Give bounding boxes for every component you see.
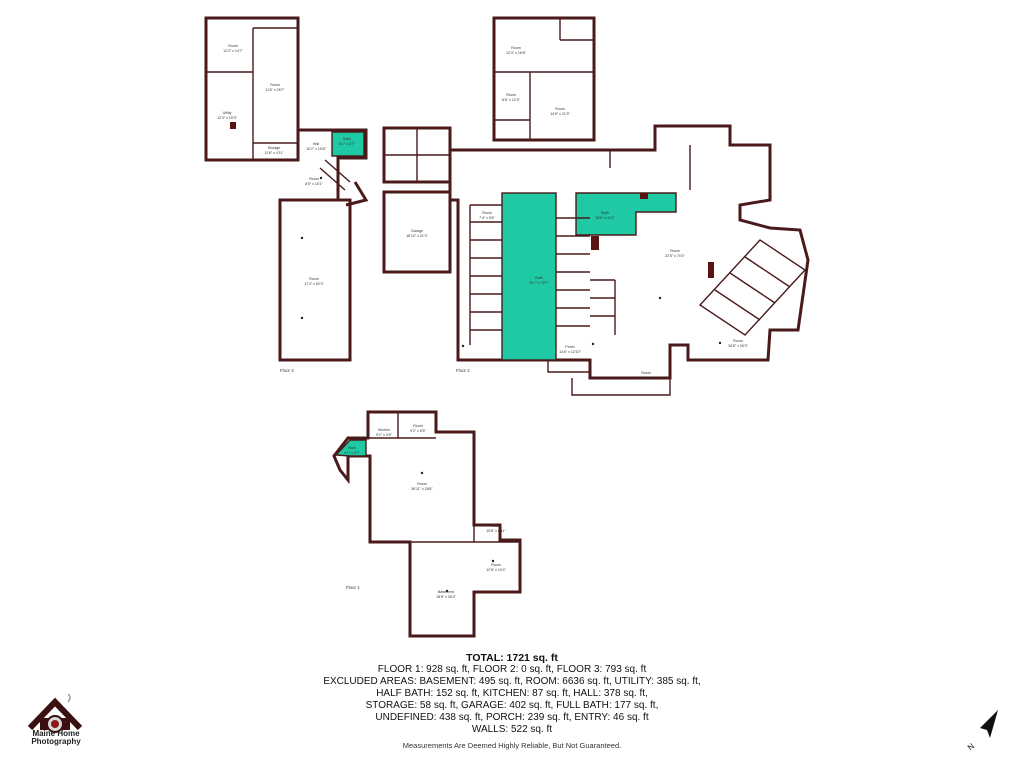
room-dimensions: 15'8" x 8'11" [486, 529, 506, 533]
room-dimensions: 12'3" x 14'7" [223, 49, 243, 53]
floor-label: Floor 3 [280, 368, 294, 373]
room-label: Utility [223, 111, 232, 115]
house-camera-logo [27, 693, 83, 733]
room-dimensions: 18'8" x 26'4" [436, 595, 456, 599]
area-summary: TOTAL: 1721 sq. ft FLOOR 1: 928 sq. ft, … [0, 652, 1024, 736]
brand-name: Maine Home Photography [20, 730, 92, 746]
room-label: Kitchen [378, 428, 390, 432]
floor-2-plan: Room 12'3" x 16'8" Room 6'6" x 12'4" Roo… [382, 16, 810, 396]
floor-areas: FLOOR 1: 928 sq. ft, FLOOR 2: 0 sq. ft, … [377, 664, 647, 675]
room-label: Room [309, 277, 319, 281]
room-label: Bath [601, 211, 608, 215]
room-dimensions: 22'5" x 70'4" [665, 254, 685, 258]
room-dimensions: 22'7" x 72'7" [529, 281, 549, 285]
room-label: Bath [348, 446, 355, 450]
room-dimensions: 26'8" x 26'3" [728, 344, 748, 348]
room-dimensions: 11'8" x 26'7" [265, 88, 285, 92]
room-label: Storage [268, 146, 281, 150]
room-label: Room [309, 177, 319, 181]
room-label: Room [228, 44, 238, 48]
room-label: Room [413, 424, 423, 428]
room-label: Room [733, 339, 743, 343]
brand-line-2: Photography [31, 737, 81, 746]
excluded-areas-line-4: UNDEFINED: 438 sq. ft, PORCH: 239 sq. ft… [375, 712, 649, 723]
room-dimensions: 18'10" x 21'3" [406, 234, 428, 238]
room-label: Hall [313, 142, 319, 146]
room-dimensions: 36'11" x 28'8" [411, 487, 433, 491]
room-label: Room [641, 371, 651, 375]
floor-label: Floor 2 [456, 368, 470, 373]
floor-3-plan: Room 12'3" x 14'7" Room 11'8" x 26'7" Ut… [204, 16, 369, 373]
room-label: Room [555, 107, 565, 111]
walls-area: WALLS: 522 sq. ft [471, 724, 553, 735]
room-dimensions: 11'6" x 8'3" [637, 376, 655, 380]
brand-line-1: Maine Home [32, 729, 80, 738]
room-dimensions: 16'6" x 11'9" [595, 216, 615, 220]
floor-1-plan: Kitchen 9'2" x 9'6" Room 9'2" x 8'5" Bat… [332, 410, 522, 638]
room-dimensions: 9'2" x 9'6" [376, 433, 392, 437]
room-dimensions: 4'1" x 5'7" [344, 451, 360, 455]
room-label: Room [506, 93, 516, 97]
room-dimensions: 12'8" x 19'4" [486, 568, 506, 572]
room-label: Room [270, 83, 280, 87]
room-dimensions: 8'5" x 15'1" [305, 182, 323, 186]
room-label: Garage [411, 229, 423, 233]
total-area: TOTAL: 1721 sq. ft [466, 652, 558, 664]
disclaimer: Measurements Are Deemed Highly Reliable,… [402, 741, 622, 750]
room-label: Room [417, 482, 427, 486]
room-label: Room [491, 524, 501, 528]
floor-label: Floor 1 [346, 585, 360, 590]
room-label: Room [511, 46, 521, 50]
excluded-areas-line-3: STORAGE: 58 sq. ft, GARAGE: 402 sq. ft, … [365, 700, 659, 711]
room-dimensions: 7'4" x 5'6" [479, 216, 495, 220]
room-dimensions: 10'2" x 15'8" [306, 147, 326, 151]
room-label: Bath [343, 137, 350, 141]
room-dimensions: 9'2" x 8'5" [410, 429, 426, 433]
room-label: Bath [535, 276, 542, 280]
room-dimensions: 11'6" x 4'11" [264, 151, 284, 155]
room-dimensions: 14'6" x 12'10" [559, 350, 581, 354]
room-label: Room [482, 211, 492, 215]
room-dimensions: 17'4" x 62'3" [304, 282, 324, 286]
room-dimensions: 14'8" x 21'9" [550, 112, 570, 116]
room-label: Porch [565, 345, 574, 349]
room-label: Room [491, 563, 501, 567]
room-dimensions: 6'6" x 12'4" [502, 98, 520, 102]
north-arrow-icon: N [966, 710, 998, 752]
room-label: Basement [438, 590, 454, 594]
room-dimensions: 12'3" x 16'8" [506, 51, 526, 55]
room-dimensions: 12'3" x 15'3" [217, 116, 237, 120]
room-dimensions: 6'1" x 6'7" [339, 142, 355, 146]
room-label: Room [670, 249, 680, 253]
excluded-areas-line-2: HALF BATH: 152 sq. ft, KITCHEN: 87 sq. f… [376, 688, 648, 699]
compass-label: N [966, 741, 976, 752]
excluded-areas-line-1: EXCLUDED AREAS: BASEMENT: 495 sq. ft, RO… [323, 676, 701, 687]
